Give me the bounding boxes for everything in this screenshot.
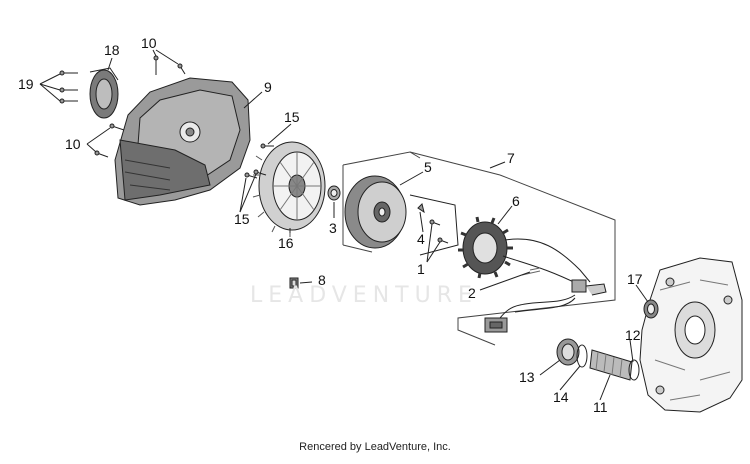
screws-part-1-and-key-part-4 [409,194,459,256]
stator-kit-frame-part-7 [342,151,616,346]
callout-5: 5 [424,159,432,175]
callout-14: 14 [553,389,569,405]
callout-7: 7 [507,150,515,166]
callout-10-top: 10 [141,35,157,51]
callout-15-bottom: 15 [234,211,250,227]
filter-part-11 [589,349,633,381]
watermark: LEADVENTURE [250,283,478,308]
clip-part-8 [289,277,299,289]
callout-3: 3 [329,220,337,236]
callout-17: 17 [627,271,643,287]
nut-part-3 [327,185,341,201]
cap-part-13 [556,338,580,366]
screws-part-19 [59,70,78,104]
callout-18: 18 [104,42,120,58]
callout-12: 12 [625,327,641,343]
callout-4: 4 [417,231,425,247]
o-ring-part-12 [628,359,640,381]
wiring-harness-part-2 [484,267,607,333]
fan-cover-part-9 [114,77,251,206]
intake-ring-part-18 [89,67,119,119]
callout-1: 1 [417,261,425,277]
o-ring-part-14 [576,344,588,368]
callout-15-top: 15 [284,109,300,125]
callout-13: 13 [519,369,535,385]
flywheel-part-5 [344,175,407,249]
leader-lines [39,49,649,401]
callout-8: 8 [318,272,326,288]
cooling-fan-part-16 [252,141,326,237]
callout-9: 9 [264,79,272,95]
callout-2: 2 [468,285,476,301]
credit-line: Rencered by LeadVenture, Inc. [299,441,451,453]
stator-part-6 [458,216,591,286]
oil-seal-part-17 [643,299,659,319]
crankcase [639,257,743,413]
callout-6: 6 [512,193,520,209]
callout-16: 16 [278,235,294,251]
callout-19: 19 [18,76,34,92]
callout-11: 11 [593,399,608,415]
callout-10-left: 10 [65,136,81,152]
